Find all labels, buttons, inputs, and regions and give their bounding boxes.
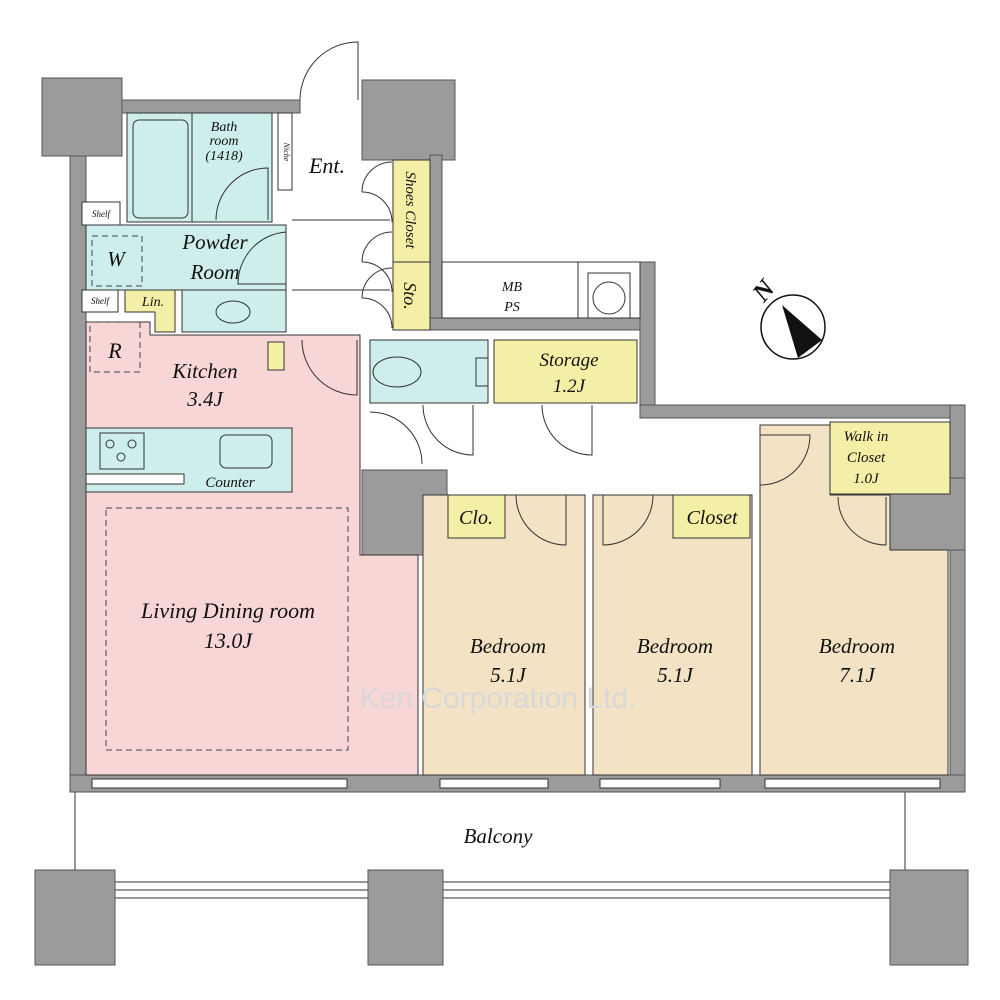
column [367,869,444,966]
linen-closet [124,289,176,333]
mb-label: MB [501,280,523,295]
toilet-icon [372,356,422,388]
linen-label: Lin. [141,295,164,310]
powder-label: Powder [181,230,248,254]
fridge-space [89,321,141,373]
bedroom-3-area: 7.1J [839,663,876,687]
washbasin-icon [215,300,251,324]
living-label: Living Dining room [140,598,315,623]
bath-size: (1418) [205,149,243,164]
kitchen-area: 3.4J [186,387,224,411]
closet-2-label: Closet [686,507,738,529]
bedroom-2-label: Bedroom [637,634,713,658]
balcony: Balcony [34,791,969,966]
shelf-label: Shelf [92,209,111,219]
sink-icon [219,434,273,469]
storage-area: 1.2J [553,376,587,397]
shelf [81,289,119,313]
watermark: Ken Corporation Ltd. [360,682,637,715]
kitchen-label: Kitchen [171,359,237,383]
storage-room [493,339,638,404]
powder-label-2: Room [190,260,240,284]
balcony-label: Balcony [464,824,533,848]
toilet-room [369,339,489,404]
vanity [181,289,287,333]
mb-ps [441,261,641,319]
walk-in-closet [829,421,951,495]
washer-space [91,235,143,287]
small-storage-label: Sto. [400,282,420,310]
washer-label: W [107,247,127,271]
column [41,77,123,157]
shelf-label-2: Shelf [91,296,110,306]
entrance-label: Ent. [308,153,345,178]
counter-label: Counter [205,475,254,491]
small-storage [392,261,431,331]
ps-label: PS [503,300,520,315]
closet-1-label: Clo. [459,507,493,529]
bedroom-1-area: 5.1J [490,663,527,687]
closet-2 [672,494,751,539]
stove-icon [99,432,145,470]
bedroom-2-area: 5.1J [657,663,694,687]
bedroom-3-label: Bedroom [819,634,895,658]
door [215,167,269,221]
walk-in-label: Walk in [844,429,889,445]
niche [277,112,293,191]
shelf [81,201,121,226]
entrance-door[interactable] [299,41,359,101]
storage-label: Storage [539,350,598,371]
column [889,869,969,966]
bathtub-icon [132,119,189,219]
bath-label: Bath [211,120,237,135]
living-area-outline [105,507,349,751]
column [361,79,456,161]
shoes-closet-label: Shoes Closet [402,171,418,249]
bath-label-2: room [209,134,238,149]
north-arrow-icon: N [746,273,826,360]
walk-in-area: 1.0J [853,471,880,487]
column [34,869,116,966]
closet-1 [447,494,506,539]
bathroom [126,112,273,223]
walk-in-label-2: Closet [847,450,886,466]
powder-room [85,224,287,291]
bedroom-1-label: Bedroom [470,634,546,658]
bedroom-2 [592,494,753,776]
fridge-label: R [107,338,122,363]
shoes-closet [392,159,431,263]
niche-label: Niche [282,142,291,162]
living-area: 13.0J [204,628,254,653]
